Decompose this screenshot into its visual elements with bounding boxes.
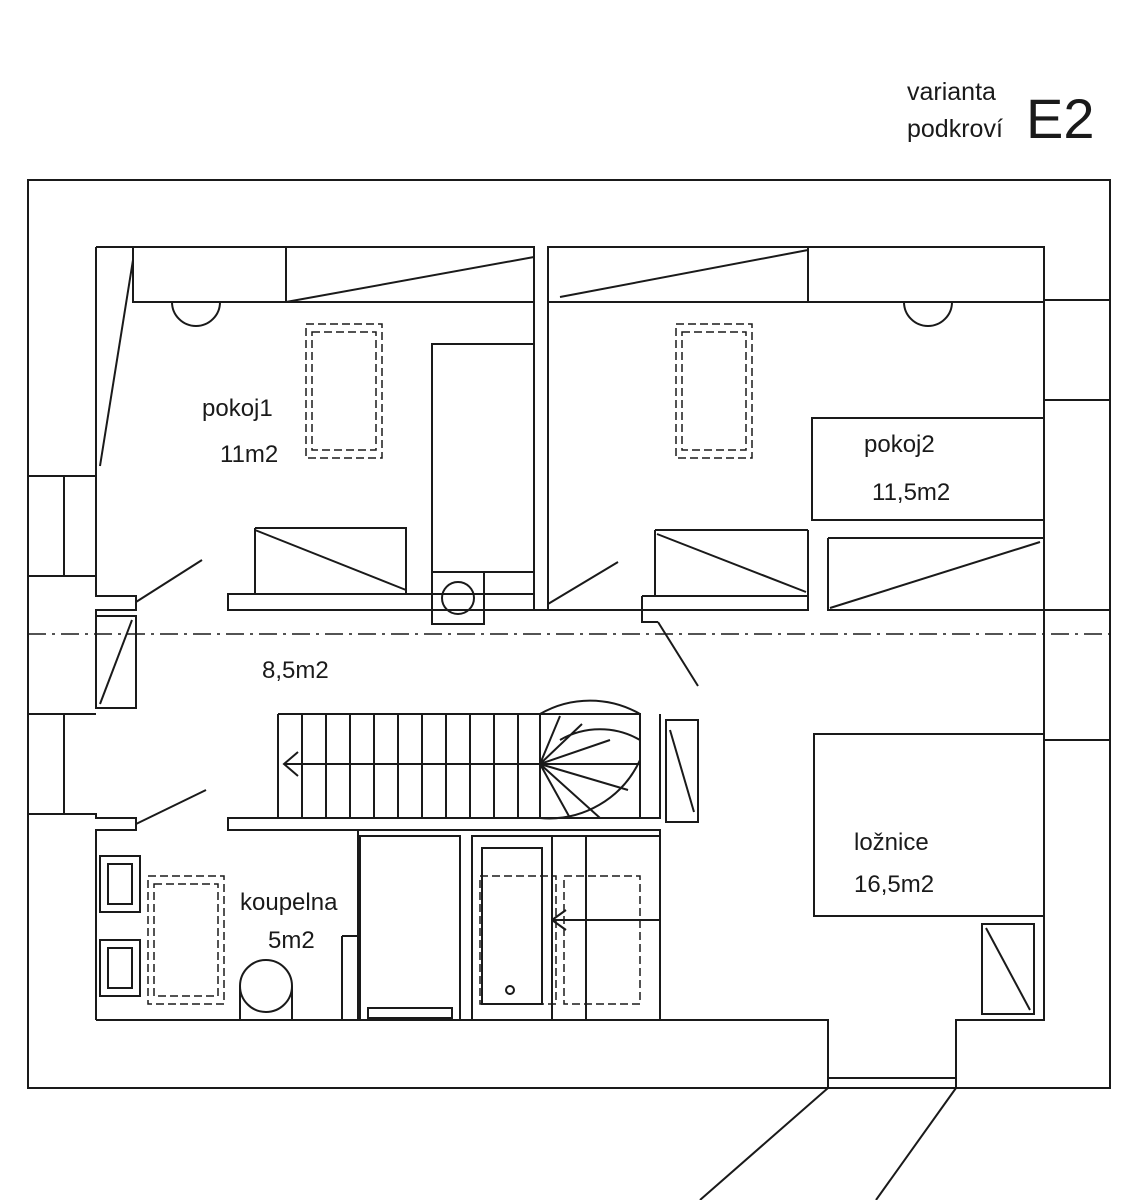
pokoj2-desk [654, 529, 808, 596]
pokoj1-door-swing [135, 559, 203, 603]
hall-cabinet [665, 719, 699, 823]
pokoj2-name: pokoj2 [864, 431, 935, 458]
pokoj2-wardrobe [548, 247, 1044, 303]
loznice-bed [813, 733, 1045, 917]
entrance [699, 1077, 957, 1200]
pokoj1-name: pokoj1 [202, 395, 273, 422]
pokoj1-desk [254, 527, 407, 594]
pokoj1-bed-diagonal [99, 259, 134, 467]
title-line-floor: podkroví [907, 115, 1003, 143]
koupelna-walls [95, 830, 359, 1020]
bath-room [471, 835, 553, 1021]
pokoj2-door-swing [547, 561, 619, 605]
pokoj1-wardrobe-tall [431, 343, 535, 573]
title-line-variant: varianta [907, 78, 996, 106]
loznice-name: ložnice [854, 829, 929, 856]
variant-code: E2 [1026, 87, 1095, 150]
pokoj1-bed [305, 323, 383, 459]
koupelna-area: 5m2 [268, 927, 315, 954]
pokoj2-area: 11,5m2 [872, 479, 950, 506]
pokoj2-shelf [827, 537, 1044, 611]
left-wall-openings [28, 247, 137, 1020]
loznice-cabinet [981, 923, 1035, 1015]
laundry-mat [563, 875, 641, 1005]
sink-lower [99, 939, 141, 997]
bathtub [481, 847, 543, 1005]
pokoj1-lamp [171, 301, 221, 327]
pokoj2-bed [675, 323, 753, 459]
hall-area: 8,5m2 [262, 657, 329, 684]
stair-arrow [282, 751, 596, 777]
walls [27, 179, 1111, 1200]
loznice-area: 16,5m2 [854, 871, 934, 898]
title-block: varianta podkroví E2 [907, 78, 1095, 150]
laundry-closet [551, 835, 660, 1020]
sink-upper [99, 855, 141, 913]
pokoj1-wall-bottom [227, 593, 535, 611]
koupelna-shower [359, 835, 461, 1021]
inner-wall-outline [96, 246, 1110, 1088]
chimney [431, 571, 485, 625]
toilet [239, 959, 293, 1013]
pokoj2-lamp [903, 301, 953, 327]
pokoj2-wall-bottom [547, 530, 809, 687]
pokoj1-wardrobe [132, 247, 535, 303]
room-labels: pokoj1 11m2 pokoj2 11,5m2 8,5m2 koupelna… [202, 395, 950, 954]
koupelna-door-swing [135, 789, 207, 825]
left-hall-window [95, 615, 137, 709]
pokoj1-area: 11m2 [220, 441, 278, 468]
koupelna-name: koupelna [240, 889, 338, 916]
bath-mat [479, 875, 557, 1005]
koupelna-mat [147, 875, 225, 1005]
dashed-furniture [147, 323, 753, 1005]
staircase [277, 699, 641, 820]
